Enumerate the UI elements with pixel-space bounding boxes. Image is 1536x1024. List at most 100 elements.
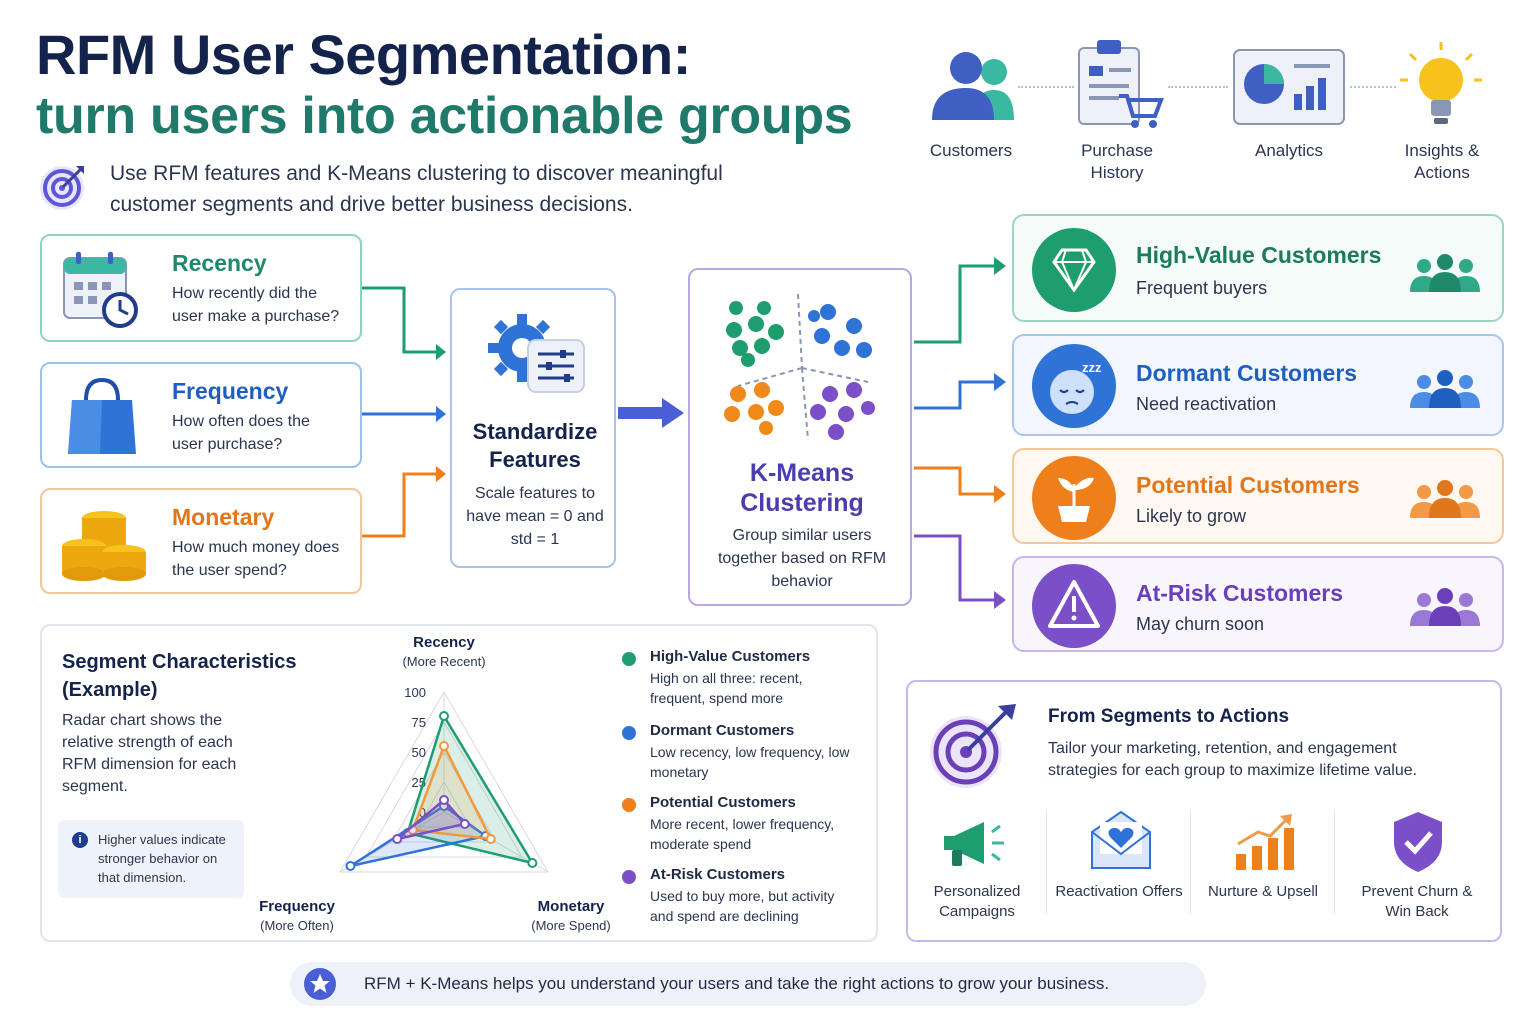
action-label-prevent-churn: Prevent Churn & Win Back	[1361, 883, 1473, 920]
warning-icon	[1032, 564, 1116, 648]
shield-check-icon	[1390, 810, 1446, 874]
radar-grid-ring	[365, 721, 523, 858]
pipeline-step-purchase-history: Purchase History	[1081, 141, 1153, 182]
recency-title: Recency	[172, 250, 267, 276]
info-icon: i	[72, 832, 88, 848]
feature-connectors	[362, 286, 446, 538]
group-icon	[1410, 478, 1480, 522]
calendar-icon	[60, 248, 140, 330]
action-label-nurture: Nurture & Upsell	[1207, 883, 1319, 900]
radar-data-point	[439, 711, 449, 721]
recency-card: Recency How recently did the user make a…	[40, 234, 362, 342]
kmeans-desc: Group similar users together based on RF…	[717, 527, 887, 590]
kmeans-title: K-Means Clustering	[740, 459, 864, 517]
divider	[1190, 810, 1191, 914]
target-icon	[36, 160, 90, 214]
radar-axis-sublabel-recency: (More Recent)	[402, 654, 486, 669]
growth-chart-icon	[1232, 810, 1296, 872]
segment-desc-at-risk: May churn soon	[1136, 614, 1265, 634]
frequency-card: Frequency How often does the user purcha…	[40, 362, 362, 468]
radar-series-area	[396, 798, 468, 841]
legend-desc: More recent, lower frequency, moderate s…	[650, 816, 835, 852]
pipeline-connector	[1168, 86, 1228, 88]
clusters-icon	[718, 290, 888, 446]
standardize-desc: Scale features to have mean = 0 and std …	[466, 485, 604, 548]
segment-title-at-risk: At-Risk Customers	[1136, 580, 1344, 606]
group-icon	[1410, 368, 1480, 412]
title-line2: turn users into actionable groups	[36, 87, 853, 145]
radar-axis-sublabel-frequency: (More Often)	[260, 918, 334, 933]
frequency-desc: How often does the user purchase?	[172, 413, 310, 453]
radar-tick-label: 100	[404, 685, 426, 700]
divider	[1046, 810, 1047, 914]
radar-data-point	[392, 834, 403, 844]
legend-dot	[622, 870, 636, 884]
radar-data-point	[459, 819, 470, 829]
legend-dot	[622, 798, 636, 812]
lightbulb-icon	[1396, 38, 1486, 130]
purchase-history-icon	[1075, 34, 1165, 130]
svg-text:zzz: zzz	[1082, 360, 1102, 375]
pipeline-connector	[1350, 86, 1396, 88]
pipeline-step-customers: Customers	[929, 141, 1013, 160]
action-label-personalized: Personalized Campaigns	[933, 883, 1021, 920]
radar-axis-label-frequency: Frequency	[259, 898, 335, 915]
arrow-right-icon	[618, 398, 684, 428]
legend-title: Potential Customers	[650, 794, 796, 811]
characteristics-title: Segment Characteristics (Example)	[62, 651, 297, 701]
legend-dot	[622, 726, 636, 740]
legend-desc: Low recency, low frequency, low monetary	[650, 744, 850, 780]
segment-card-high-value: High-Value Customers Frequent buyers	[1012, 214, 1504, 322]
monetary-desc: How much money does the user spend?	[172, 539, 340, 579]
group-icon	[1410, 586, 1480, 630]
legend-title: At-Risk Customers	[650, 866, 786, 883]
coins-icon	[58, 500, 154, 586]
segment-card-potential: Potential Customers Likely to grow	[1012, 448, 1504, 544]
radar-data-point	[485, 834, 496, 844]
target-arrow-icon	[926, 700, 1022, 792]
radar-legend: High-Value Customers High on all three: …	[622, 646, 872, 936]
pipeline-step-analytics: Analytics	[1254, 141, 1324, 160]
legend-desc: High on all three: recent, frequent, spe…	[650, 670, 803, 706]
radar-data-point	[439, 795, 449, 805]
radar-data-point	[439, 741, 449, 751]
monetary-card: Monetary How much money does the user sp…	[40, 488, 362, 594]
segment-card-at-risk: At-Risk Customers May churn soon	[1012, 556, 1504, 652]
radar-data-point	[527, 858, 538, 868]
legend-desc: Used to buy more, but activity and spend…	[650, 888, 835, 924]
radar-series-area	[406, 712, 535, 865]
diamond-icon	[1032, 228, 1116, 312]
pipeline-connector	[1018, 86, 1074, 88]
legend-item-dormant: Dormant Customers Low recency, low frequ…	[622, 720, 872, 792]
segment-desc-potential: Likely to grow	[1136, 506, 1247, 526]
legend-title: High-Value Customers	[650, 648, 811, 665]
characteristics-panel: Segment Characteristics (Example) Radar …	[40, 624, 878, 942]
radar-tick-label: 75	[412, 715, 426, 730]
customers-icon	[928, 44, 1018, 124]
standardize-card: Standardize Features Scale features to h…	[450, 288, 616, 568]
segment-title-potential: Potential Customers	[1136, 472, 1360, 498]
gear-sliders-icon	[484, 310, 588, 394]
radar-data-point	[345, 861, 356, 871]
pipeline-step-insights: Insights & Actions	[1404, 141, 1480, 182]
radar-axis-sublabel-monetary: (More Spend)	[531, 918, 611, 933]
segment-connectors	[914, 257, 1006, 609]
segment-title-high-value: High-Value Customers	[1136, 242, 1382, 268]
segment-card-dormant: zzz Dormant Customers Need reactivation	[1012, 334, 1504, 436]
subtitle: Use RFM features and K-Means clustering …	[110, 162, 723, 216]
shopping-bag-icon	[62, 374, 142, 460]
legend-title: Dormant Customers	[650, 722, 795, 739]
standardize-title: Standardize Features	[472, 419, 598, 472]
legend-dot	[622, 652, 636, 666]
radar-grid-ring	[339, 690, 549, 873]
radar-tick-label: 0	[419, 805, 426, 820]
megaphone-icon	[938, 816, 1010, 872]
title-line1: RFM User Segmentation:	[36, 23, 691, 86]
legend-item-potential: Potential Customers More recent, lower f…	[622, 792, 872, 864]
sleepy-face-icon: zzz	[1032, 344, 1116, 428]
segment-title-dormant: Dormant Customers	[1136, 360, 1358, 386]
legend-item-high-value: High-Value Customers High on all three: …	[622, 646, 872, 720]
monetary-title: Monetary	[172, 504, 275, 530]
radar-grid-ring	[417, 781, 471, 828]
